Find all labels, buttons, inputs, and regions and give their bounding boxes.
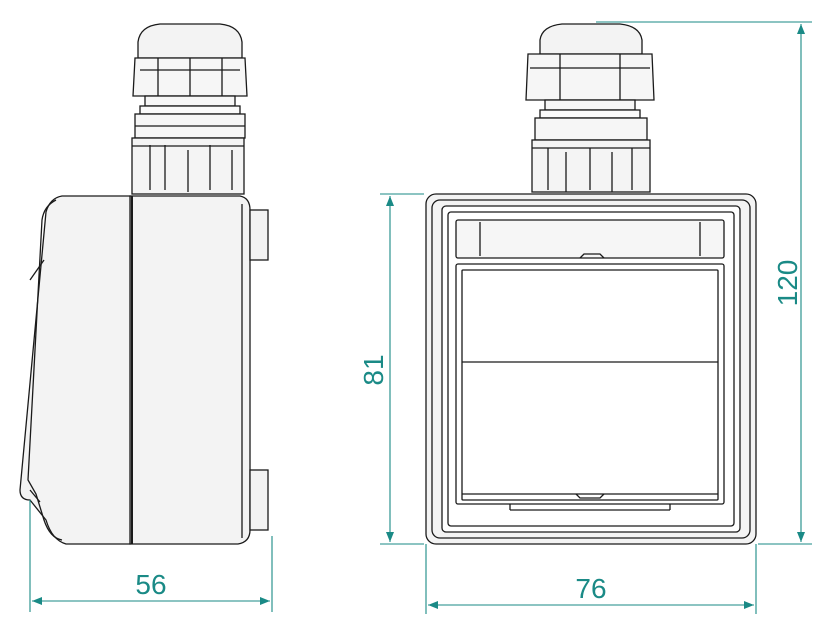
dimensions [29,21,812,614]
dim-76-label: 76 [575,573,606,604]
front-view [425,23,757,545]
side-gland-washer [144,95,236,107]
side-housing-body [129,195,251,545]
dim-81-label: 81 [358,354,389,385]
front-rocker-switch [455,263,725,505]
side-rear-clip-bottom [249,469,269,531]
front-gland-thread [531,139,651,193]
side-hinged-lid [19,195,131,545]
front-gland-washer [544,99,636,111]
side-view [19,23,269,545]
side-gland-cap [137,23,243,59]
dim-56-label: 56 [135,569,166,600]
side-rear-clip-top [249,209,269,261]
front-label-strip [455,219,725,259]
dim-120-label: 120 [772,260,803,307]
front-gland-cap [539,23,643,55]
front-gland-nut [525,53,655,101]
